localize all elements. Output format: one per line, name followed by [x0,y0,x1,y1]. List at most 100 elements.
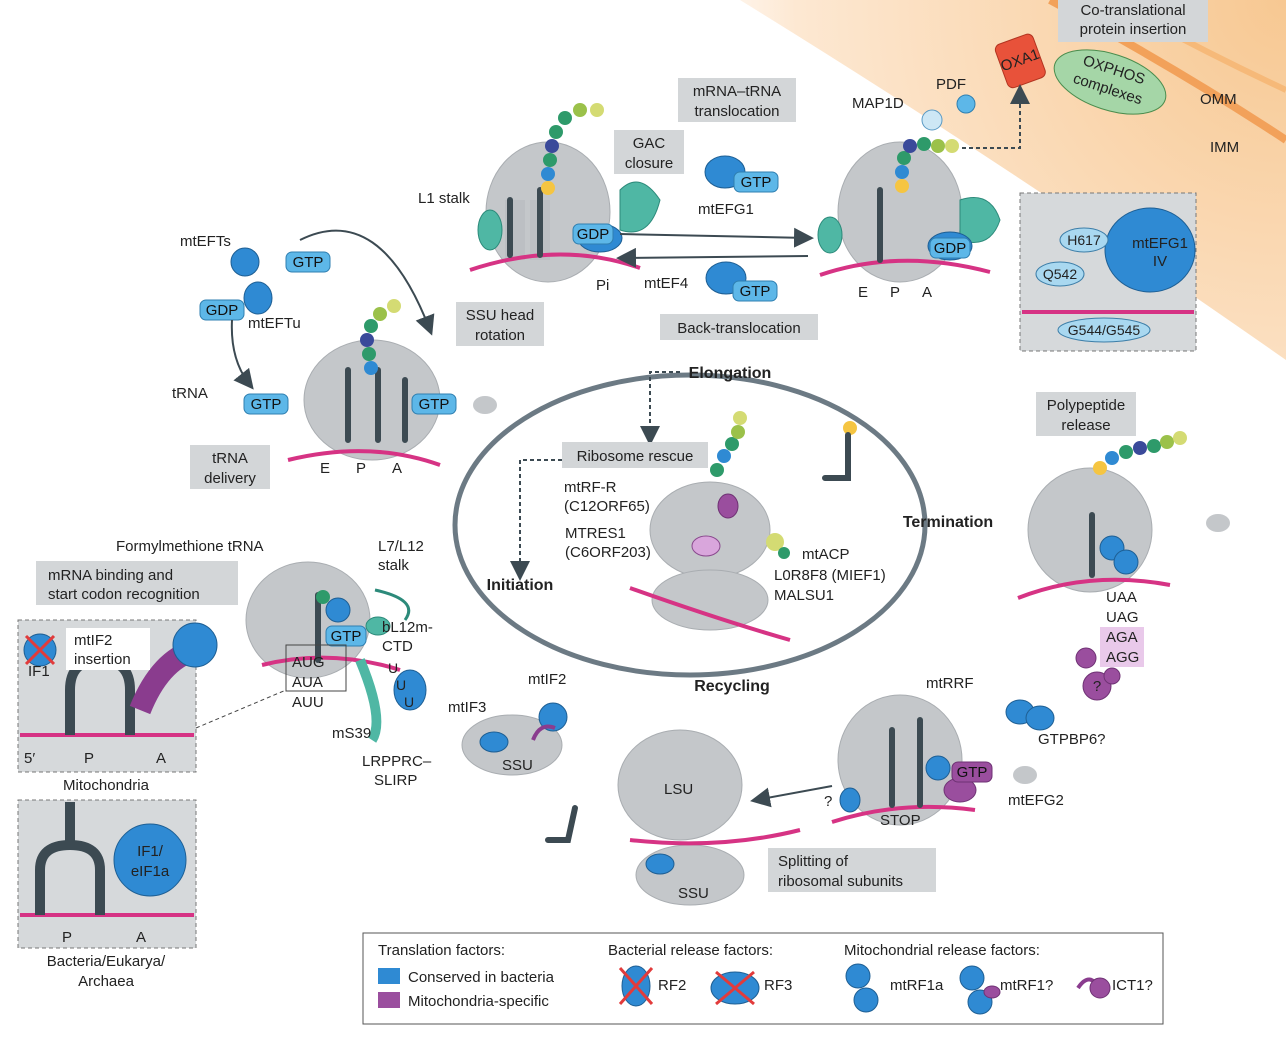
mtefg1-label: mtEFG1 [698,201,754,218]
ssu-head-label-1: SSU head [466,307,534,324]
translocation-label-1: mRNA–tRNA [693,83,781,100]
mtrfr-label-2: (C12ORF65) [564,498,650,515]
gdp-text-top-left: GDP [577,226,610,243]
elongation-label: Elongation [689,365,772,382]
gdp-badge-top-right [929,237,971,259]
l0r8f8-label: L0R8F8 (MIEF1) [774,567,886,584]
ribosome-rescue-label: Ribosome rescue [577,448,694,465]
ribosome-trna-delivery [287,299,497,467]
bacteria-label-2: Archaea [78,973,135,990]
mtefg1-domain-iv [1104,207,1196,293]
gac-label-2: closure [625,155,673,172]
mtef4-factor [705,261,778,302]
stop-codon-uaa: UAA [1106,589,1137,606]
q542-label: Q542 [1043,266,1077,282]
legend-rf3: RF3 [764,977,792,994]
pdf-label: PDF [936,76,966,93]
ms39-label: mS39 [332,725,371,742]
rescue-to-initiation-arrow [510,459,562,581]
site-p-top: P [890,284,900,301]
legend-mito-rf: Mitochondrial release factors: [844,942,1040,959]
if1-eif1a-label-1: IF1/ [137,843,164,860]
ict1-icon [1089,977,1111,999]
ribosome-translocation-left [469,103,661,283]
mtefg1-factor [704,155,779,193]
gac-closure-box [614,130,684,174]
gtp-badge-a-site [411,393,457,415]
gtp-text-mtefg1: GTP [741,174,772,191]
bl12m-label-2: CTD [382,638,413,655]
mtrf1a-icon-1 [845,963,871,989]
mtefg2-label: mtEFG2 [1008,792,1064,809]
omm-label: OMM [1200,91,1237,108]
mtrf1a-icon-2 [853,987,879,1013]
back-translocation-label: Back-translocation [677,320,800,337]
start-codon-frame [285,644,347,692]
lrpprc-label-1: LRPPRC– [362,753,432,770]
gdp-text-mteftu: GDP [206,302,239,319]
legend-rf2: RF2 [658,977,686,994]
legend-bacterial-rf: Bacterial release factors: [608,942,773,959]
stop-codon-agg: AGG [1106,649,1139,666]
l7l12-label-2: stalk [378,557,409,574]
mtif2-insertion-box [66,628,150,670]
polypeptide-release-box [1036,392,1136,436]
back-translocation-box [660,314,818,340]
legend-conserved: Conserved in bacteria [408,969,555,986]
if1-eif1a-label-2: eIF1a [131,863,170,880]
noncanonical-stop-box [1100,627,1144,667]
mtefg1-iv-label-1: mtEFG1 [1132,235,1188,252]
co-translational-label-2: protein insertion [1080,21,1187,38]
ribosome-recycling [831,694,1037,826]
ssu-label-initiation: SSU [502,757,533,774]
recycling-question: ? [824,793,832,810]
split-subunits [545,729,801,906]
stop-label: STOP [880,812,921,829]
mrna-binding-label-2: start codon recognition [48,586,200,603]
mtres1-label-2: (C6ORF203) [565,544,651,561]
gtp-badge-mtefts [285,251,331,273]
site-p-bact: P [62,929,72,946]
g544-residue [1057,317,1151,343]
polypeptide-label-1: Polypeptide [1047,397,1125,414]
mtif2-label: mtIF2 [528,671,566,688]
mtef4-label: mtEF4 [644,275,688,292]
pi-label: Pi [596,277,609,294]
malsu1-label: MALSU1 [774,587,834,604]
recycling-label: Recycling [694,678,770,695]
ribosome-termination [1017,431,1230,600]
legend-translation-factors: Translation factors: [378,942,505,959]
gtp-text-mtef4: GTP [740,283,771,300]
inset-connector [195,689,287,729]
cycle-arrow-top-left [299,229,435,336]
bl12m-label-1: bL12m- [382,619,433,636]
back-translocation-arrow [616,247,809,268]
site-p-left: P [356,460,366,477]
mtres1-label-1: MTRES1 [565,525,626,542]
mtif2-insertion-label-1: mtIF2 [74,632,112,649]
mtefts-factor [230,247,260,277]
mtacp-label: mtACP [802,546,850,563]
oxa1-insertase: OXA1 [994,33,1046,89]
ssu-head-label-2: rotation [475,327,525,344]
gtp-badge-mtefg2 [951,761,993,783]
initiation-label: Initiation [487,577,554,594]
trna-label: tRNA [172,385,208,402]
site-p-inset: P [84,750,94,767]
legend: Translation factors: Conserved in bacter… [362,932,1164,1025]
ribosome-initiation [245,561,427,743]
stop-codon-uag: UAG [1106,609,1139,626]
formylmethionine-label: Formylmethione tRNA [116,538,264,555]
mtefts-label: mtEFTs [180,233,231,250]
insertion-arrow [962,84,1030,149]
mrna-binding-label-1: mRNA binding and [48,567,173,584]
u-2: U [396,677,406,693]
mtrf1-icon-1 [959,965,985,991]
translocation-label-2: translocation [694,103,779,120]
ssu-with-initiation-factors [461,702,568,776]
map1d-enzyme [921,109,943,131]
mrna-binding-box [36,561,238,605]
h617-residue [1059,227,1109,253]
splitting-box [768,848,936,892]
mtif3-label: mtIF3 [448,699,486,716]
